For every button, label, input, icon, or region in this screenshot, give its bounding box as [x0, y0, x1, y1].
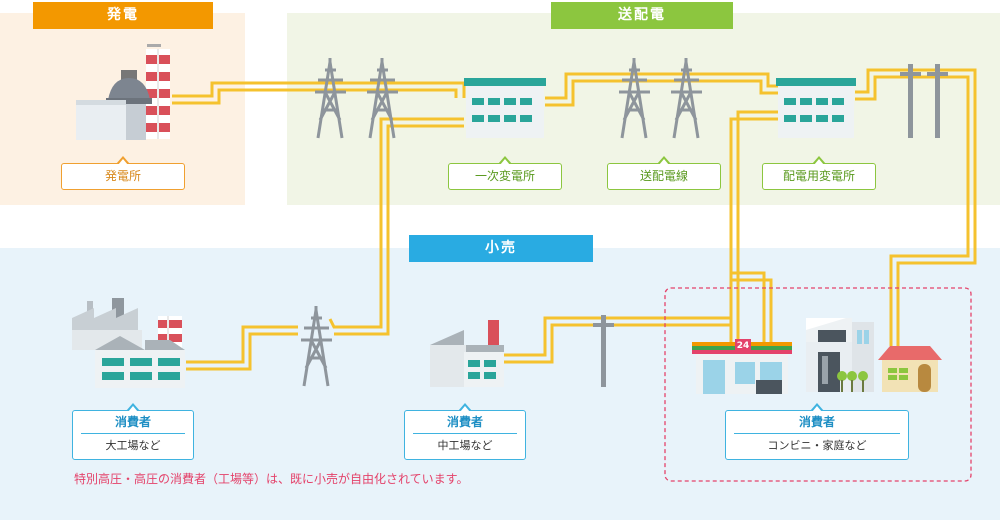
- consumer-box-large-factory: 消費者 大工場など: [72, 403, 194, 460]
- primary-substation-illustration: [464, 78, 546, 138]
- generation-section-label: 発電: [33, 2, 213, 29]
- transmission-towers-1: [315, 58, 398, 139]
- distribution-substation-label: 配電用変電所: [762, 156, 876, 190]
- homes-dashed-group: [664, 287, 972, 482]
- power-plant-label: 発電所: [61, 156, 185, 190]
- primary-substation-label: 一次変電所: [448, 156, 562, 190]
- distribution-substation-illustration: [776, 78, 856, 138]
- utility-poles: [593, 64, 948, 387]
- liberalization-note: 特別高圧・高圧の消費者（工場等）は、既に小売が自由化されています。: [74, 472, 469, 486]
- modern-house-illustration: [806, 318, 874, 392]
- consumer-title: 消費者: [413, 411, 517, 434]
- medium-factory-illustration: [430, 320, 504, 387]
- convenience-store-illustration: [692, 339, 792, 394]
- transmission-towers-2: [619, 58, 702, 139]
- power-plant-illustration: [76, 44, 170, 140]
- consumer-box-medium-factory: 消費者 中工場など: [404, 403, 526, 460]
- retail-section-label: 小売: [409, 235, 593, 262]
- power-lines: [172, 68, 977, 371]
- store-sign-label: 24: [736, 341, 750, 351]
- large-factory-illustration: [72, 298, 185, 388]
- transmission-line-label: 送配電線: [607, 156, 721, 190]
- transmission-section-label: 送配電: [551, 2, 733, 29]
- consumer-title: 消費者: [81, 411, 185, 434]
- house-illustration: [878, 346, 942, 392]
- consumer-subtitle: 大工場など: [105, 439, 161, 452]
- consumer-subtitle: コンビニ・家庭など: [767, 439, 867, 452]
- transmission-tower-3: [301, 306, 332, 387]
- consumer-subtitle: 中工場など: [437, 439, 493, 452]
- consumer-box-homes: 消費者 コンビニ・家庭など: [725, 403, 909, 460]
- consumer-title: 消費者: [734, 411, 900, 434]
